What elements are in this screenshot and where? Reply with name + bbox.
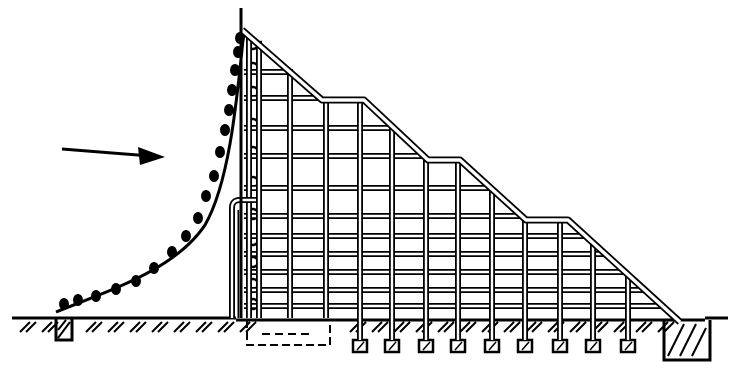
vertical-posts (246, 36, 631, 340)
arrow-right-icon (61, 147, 165, 165)
hatch-mark (575, 321, 587, 333)
roller (91, 290, 101, 302)
hatch-mark (113, 321, 125, 333)
hatch-mark (393, 321, 405, 333)
hatch-mark (245, 321, 257, 333)
hatch-mark (129, 321, 141, 333)
hatch-mark (597, 321, 609, 333)
hatch-mark (635, 321, 647, 333)
post-footings (351, 338, 637, 354)
hatch-mark (223, 321, 235, 333)
hatch-mark (443, 321, 455, 333)
hatch-mark (531, 321, 543, 333)
hatch-mark (371, 321, 383, 333)
roller (230, 64, 240, 76)
roller (131, 275, 141, 287)
hatch-mark (547, 321, 559, 333)
ground-hatching (19, 321, 675, 333)
anchor-block-left (54, 316, 74, 342)
hatch-mark (217, 321, 229, 333)
hatch-mark (465, 321, 477, 333)
roller (59, 298, 69, 310)
hatch-mark (179, 321, 191, 333)
hatch-mark (503, 321, 515, 333)
hatch-mark (569, 321, 581, 333)
buried-footing (246, 320, 331, 346)
curved-upstream-face (55, 39, 245, 314)
hatch-mark (399, 321, 411, 333)
hatch-mark (195, 321, 207, 333)
roller (209, 170, 219, 182)
hatch-mark (437, 321, 449, 333)
hatch-mark (157, 321, 169, 333)
hatch-mark (663, 321, 675, 333)
hatch-mark (151, 321, 163, 333)
hatch-mark (107, 321, 119, 333)
hatch-mark (509, 321, 521, 333)
hatch-mark (173, 321, 185, 333)
hatch-mark (135, 321, 147, 333)
roller (111, 283, 121, 295)
hatch-mark (25, 321, 37, 333)
roller (167, 246, 177, 258)
roller (73, 294, 83, 306)
hatch-mark (19, 321, 31, 333)
stepped-crest-frame (239, 27, 683, 325)
hatch-mark (641, 321, 653, 333)
roller (201, 190, 211, 202)
crest-chord (239, 27, 683, 325)
hatch-mark (459, 321, 471, 333)
roller (149, 262, 159, 274)
hatch-mark (85, 321, 97, 333)
hatch-mark (613, 321, 625, 333)
roller (227, 84, 237, 96)
horizontal-beams (244, 69, 662, 309)
hatch-mark (201, 321, 213, 333)
ground-line (12, 316, 728, 322)
hatch-mark (41, 321, 53, 333)
hatch-mark (239, 321, 251, 333)
roller (220, 124, 230, 136)
anchor-block-right (662, 320, 712, 362)
face-rollers (59, 32, 260, 311)
roller (193, 212, 203, 224)
hatch-mark (91, 321, 103, 333)
roller (215, 146, 225, 158)
roller (181, 230, 191, 242)
hatch-mark (377, 321, 389, 333)
roller (224, 104, 234, 116)
